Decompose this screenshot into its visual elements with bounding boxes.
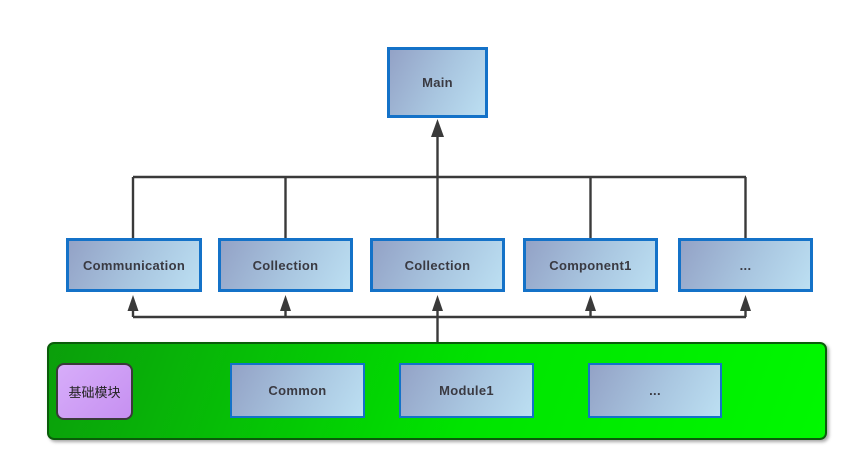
node-collection-2: Collection (370, 238, 505, 292)
node-main: Main (387, 47, 488, 118)
node-base-module: 基础模块 (56, 363, 133, 420)
node-common: Common (230, 363, 365, 418)
arrowhead-to-ellipsis (740, 295, 751, 311)
arrowhead-to-main (431, 119, 444, 137)
arrowhead-to-collection1 (280, 295, 291, 311)
node-base-module-label: 基础模块 (68, 385, 121, 400)
node-module1: Module1 (399, 363, 534, 418)
node-ellipsis-middle: ... (678, 238, 813, 292)
node-ellipsis-middle-label: ... (739, 257, 752, 273)
arrowhead-to-collection2 (432, 295, 443, 311)
node-collection-1: Collection (218, 238, 353, 292)
node-component1: Component1 (523, 238, 658, 292)
node-ellipsis-base: ... (588, 363, 722, 418)
node-ellipsis-base-label: ... (649, 383, 661, 398)
arrowhead-to-communication (127, 295, 139, 311)
node-common-label: Common (268, 383, 327, 398)
node-collection-1-label: Collection (252, 257, 319, 273)
node-communication: Communication (66, 238, 202, 292)
node-collection-2-label: Collection (404, 257, 471, 273)
node-module1-label: Module1 (439, 383, 494, 398)
node-communication-label: Communication (82, 257, 186, 273)
arrowhead-to-component1 (585, 295, 596, 311)
node-component1-label: Component1 (549, 257, 632, 273)
node-main-label: Main (422, 75, 453, 90)
